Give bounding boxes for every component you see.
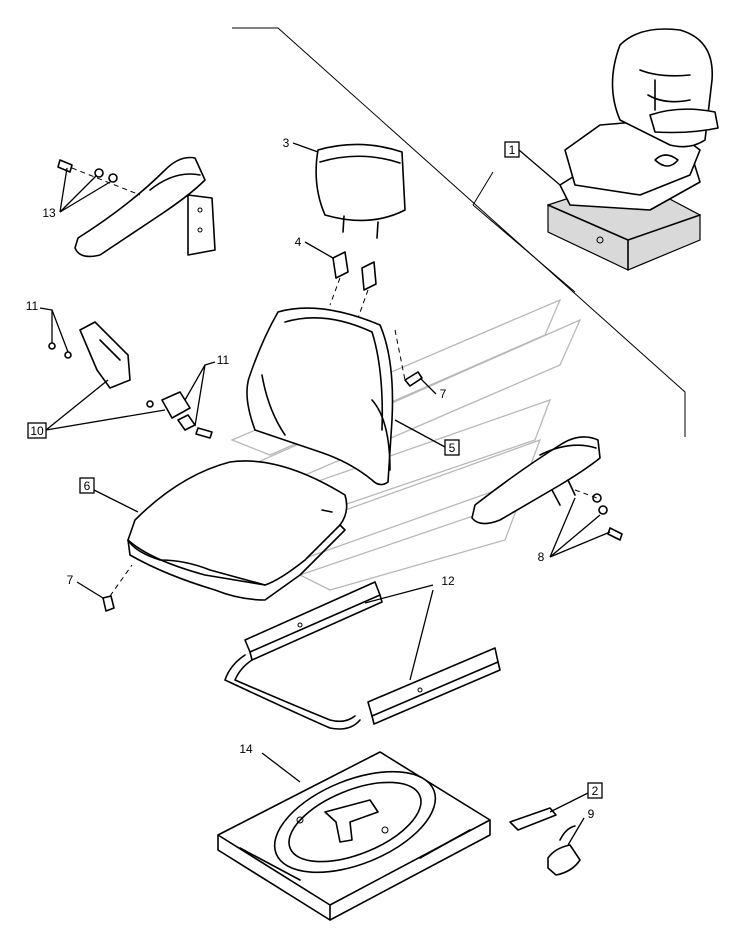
leader-8a — [549, 497, 576, 558]
callout-14: 14 — [239, 742, 253, 756]
backrest — [246, 307, 394, 486]
callout-12: 12 — [441, 574, 455, 588]
screw-lower — [102, 564, 133, 612]
leader-11-right-b — [184, 364, 206, 401]
leader-6 — [93, 489, 139, 513]
headrest-guides — [329, 251, 377, 319]
leader-7-upper — [419, 377, 437, 395]
leader-11-right-a — [194, 361, 216, 427]
leader-2 — [549, 792, 589, 813]
callout-7-lower: 7 — [67, 573, 74, 587]
callout-box-5 — [444, 439, 460, 456]
leader-9 — [567, 817, 585, 846]
swivel-base — [217, 751, 491, 921]
leader-13b — [59, 175, 97, 213]
callout-11-right: 11 — [217, 353, 230, 367]
headrest — [315, 143, 406, 239]
callout-13: 13 — [42, 206, 56, 220]
leader-12b — [409, 589, 434, 681]
leader-12a — [364, 584, 434, 604]
swivel-lever — [509, 807, 581, 876]
callout-box-1 — [504, 141, 520, 158]
callout-box-10 — [27, 422, 47, 439]
left-armrest-fasteners — [57, 159, 141, 196]
group-reference-line — [232, 27, 686, 437]
leader-1 — [518, 149, 561, 186]
leader-5 — [394, 419, 446, 448]
slide-rails — [224, 581, 501, 730]
leader-7-lower — [76, 581, 104, 599]
callout-8: 8 — [538, 550, 545, 564]
seat-cushion — [127, 460, 348, 601]
leader-11-left-a — [39, 307, 53, 343]
leader-8c — [549, 531, 611, 558]
callout-11-left: 11 — [26, 299, 39, 313]
right-armrest — [471, 436, 601, 525]
callout-10: 10 — [30, 424, 44, 438]
callout-box-2 — [587, 782, 603, 799]
complete-seat-assembly — [547, 28, 719, 271]
callout-2: 2 — [592, 784, 599, 798]
callout-box-6 — [79, 477, 95, 494]
leader-8b — [549, 514, 601, 558]
leader-13a — [59, 167, 68, 213]
leader-14 — [261, 752, 301, 783]
callout-4: 4 — [295, 235, 302, 249]
callout-6: 6 — [84, 479, 91, 493]
callout-9: 9 — [588, 807, 595, 821]
left-armrest — [74, 156, 216, 258]
seat-belt — [48, 321, 213, 439]
leader-13c — [59, 181, 111, 213]
callout-5: 5 — [449, 441, 456, 455]
leader-4 — [304, 241, 334, 259]
callout-7-upper: 7 — [440, 387, 447, 401]
callout-1: 1 — [509, 143, 516, 157]
leader-3 — [292, 142, 319, 153]
screw-upper — [394, 329, 423, 387]
armrest-fasteners — [574, 489, 623, 541]
leader-10b — [45, 409, 166, 431]
leader-11-left-b — [51, 309, 69, 353]
leader-10a — [45, 379, 109, 431]
callout-3: 3 — [283, 136, 290, 150]
